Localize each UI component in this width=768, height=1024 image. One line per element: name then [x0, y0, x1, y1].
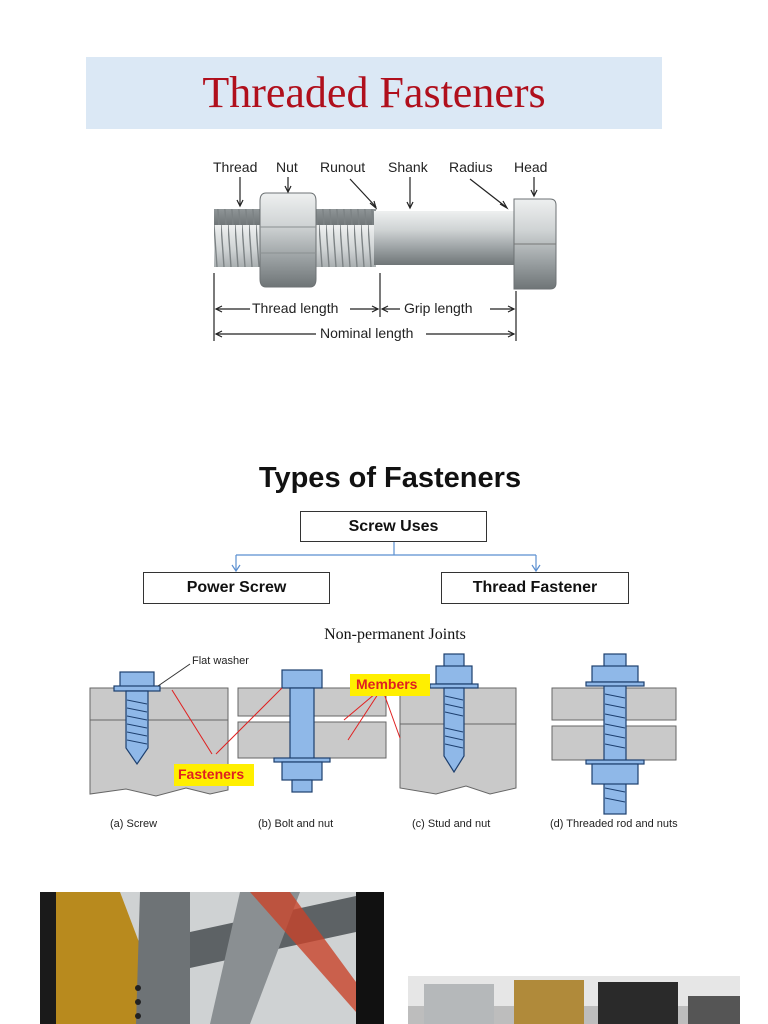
shank-section — [378, 211, 514, 265]
label-thread: Thread — [213, 159, 258, 175]
label-nut: Nut — [276, 159, 298, 175]
joints-diagram: Flat washer Members Fasteners (a) Screw … — [86, 648, 682, 838]
bolt-shank-b — [289, 687, 315, 765]
caption-d: (d) Threaded rod and nuts — [550, 818, 678, 830]
section-title-joints: Non-permanent Joints — [324, 626, 466, 643]
joints-illustration — [89, 653, 677, 815]
box-screw-uses: Screw Uses — [300, 511, 487, 542]
bolt-illustration — [213, 177, 557, 341]
fasteners-callout-bg — [174, 764, 254, 786]
label-members: Members — [356, 676, 418, 692]
bottom-nut-d — [591, 763, 639, 785]
bolt-head-b — [281, 669, 323, 689]
section-title-types: Types of Fasteners — [258, 462, 522, 494]
label-thread-length: Thread length — [252, 300, 339, 316]
lead-screw-photo — [408, 976, 740, 1024]
title-band — [86, 57, 662, 129]
caption-b: (b) Bolt and nut — [258, 818, 334, 830]
members-callout-bg — [350, 674, 430, 696]
label-flat-washer: Flat washer — [192, 655, 249, 667]
top-nut-d — [591, 665, 639, 683]
nut-b — [281, 761, 323, 781]
label-shank: Shank — [388, 159, 428, 175]
label-nominal-length: Nominal length — [320, 325, 414, 341]
nut-shape — [259, 192, 317, 288]
steel-structure-photo — [40, 892, 384, 1024]
nut-c — [435, 665, 473, 685]
label-radius: Radius — [449, 159, 493, 175]
bolt-diagram: Thread Nut Runout Shank Radius Head Thre… — [200, 155, 570, 345]
label-runout: Runout — [320, 159, 366, 175]
caption-c: (c) Stud and nut — [412, 818, 491, 830]
label-grip-length: Grip length — [404, 300, 473, 316]
caption-a: (a) Screw — [110, 818, 158, 830]
label-fasteners: Fasteners — [178, 766, 245, 782]
label-head: Head — [514, 159, 548, 175]
hierarchy-connectors — [231, 542, 541, 573]
box-power-screw: Power Screw — [143, 572, 330, 604]
page-title: Threaded Fasteners — [202, 68, 546, 117]
box-thread-fastener: Thread Fastener — [441, 572, 629, 604]
